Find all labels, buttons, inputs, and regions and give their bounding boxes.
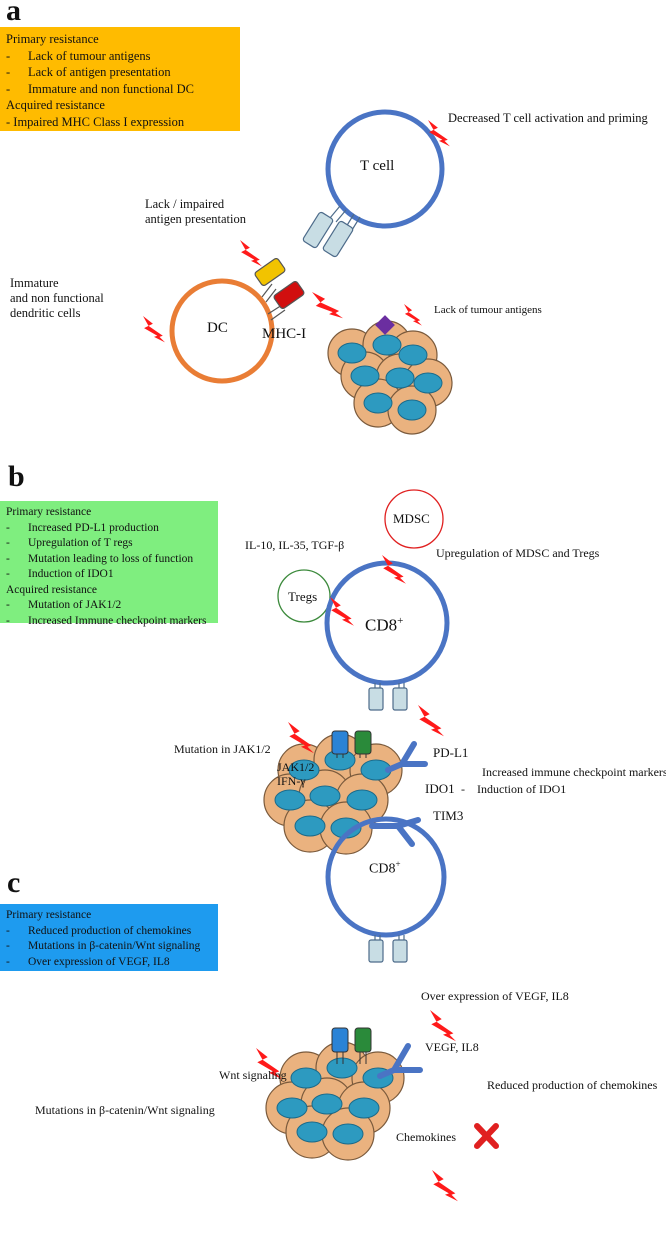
cd8-label-b: CD8+ (365, 614, 404, 635)
panel-letter-c: c (7, 866, 21, 899)
panel-letter-a: a (6, 0, 21, 27)
bolt-mdsc (382, 555, 406, 584)
resistance-box-c: Primary resistance Reduced production of… (0, 904, 218, 971)
acquired-item-b-1: Mutation of JAK1/2 (6, 598, 212, 614)
induction-ido1-label: - Induction of IDO1 (461, 782, 567, 796)
dc-receptors (254, 257, 305, 321)
bolt-mhc (312, 287, 344, 323)
bolt-lack-antigens (404, 304, 422, 326)
cd8-label-c: CD8+ (369, 857, 401, 877)
bolt-checkpoint (418, 705, 444, 737)
checkpoint-markers-label: Increased immune checkpoint markers (482, 765, 666, 779)
pdl1-label: PD-L1 (433, 745, 469, 760)
over-expression-label: Over expression of VEGF, IL8 (421, 989, 569, 1003)
tumour-nuclei-a (337, 334, 443, 421)
mutations-beta-label: Mutations in β-catenin/Wnt signaling (35, 1103, 215, 1117)
jak-ifn-receptors-b (331, 730, 372, 758)
chemokines-label: Chemokines (396, 1130, 456, 1144)
mutation-jak-label: Mutation in JAK1/2 (174, 742, 271, 756)
resistance-box-a: Primary resistance Lack of tumour antige… (0, 27, 240, 131)
primary-item-b-1: Increased PD-L1 production (6, 521, 212, 537)
bolt-decreased-activation (428, 120, 450, 147)
vegf-receptor-c (377, 1043, 423, 1079)
mdsc-label: MDSC (393, 511, 430, 526)
primary-item-b-2: Upregulation of T regs (6, 536, 212, 552)
vegf-label: VEGF, IL8 (425, 1040, 479, 1054)
reduced-chemokines-label: Reduced production of chemokines (487, 1078, 658, 1092)
primary-item-b-4: Induction of IDO1 (6, 567, 212, 583)
lack-antigens-label: Lack of tumour antigens (434, 304, 542, 316)
ido1-label: IDO1 (425, 781, 455, 796)
pdl1-checkpoint-b (385, 741, 428, 773)
primary-title-c: Primary resistance (6, 909, 92, 921)
cd8-receptors-c (368, 935, 408, 963)
primary-item-a-2: Lack of antigen presentation (6, 64, 234, 81)
upregulation-label: Upregulation of MDSC and Tregs (436, 546, 600, 560)
jak-ifn-label: JAK1/2 IFN-γ (277, 760, 315, 788)
primary-item-a-3: Immature and non functional DC (6, 81, 234, 98)
cd8-receptors-b (368, 683, 408, 711)
tregs-circle (277, 569, 331, 623)
bolt-immature-dc (143, 316, 165, 343)
resistance-box-b: Primary resistance Increased PD-L1 produ… (0, 501, 218, 627)
primary-item-a-1: Lack of tumour antigens (6, 48, 234, 65)
tregs-label: Tregs (288, 589, 318, 604)
tumour-nuclei-b (274, 749, 392, 839)
wnt-label: Wnt signaling (219, 1068, 287, 1082)
bolt-lack-presentation (240, 240, 262, 267)
t-cell-receptors-a (302, 205, 361, 258)
lack-presentation-label: Lack / impaired antigen presentation (145, 197, 247, 226)
dc-label: DC (207, 320, 228, 336)
tim3-label: TIM3 (433, 808, 464, 823)
cd8-sup-c: + (395, 859, 401, 869)
acquired-title-a: Acquired resistance (6, 98, 105, 112)
acquired-item-b-2: Increased Immune checkpoint markers (6, 614, 212, 630)
mdsc-circle (384, 489, 444, 549)
cd8-sup-b: + (397, 615, 404, 627)
cd8-text-c: CD8 (369, 861, 396, 877)
mhc-label: MHC-I (262, 326, 307, 342)
immature-dc-label: Immature and non functional dendritic ce… (10, 276, 104, 320)
t-cell-label: T cell (360, 158, 395, 174)
primary-title-a: Primary resistance (6, 32, 99, 46)
cytokines-label: IL-10, IL-35, TGF-β (245, 538, 345, 552)
bolt-tregs (330, 597, 354, 626)
bolt-chemokines (432, 1170, 458, 1202)
panel-letter-b: b (8, 460, 25, 493)
decreased-activation-label: Decreased T cell activation and priming (448, 111, 648, 125)
bolt-over-expression (430, 1010, 456, 1042)
primary-item-c-3: Over expression of VEGF, IL8 (6, 955, 212, 971)
primary-item-c-1: Reduced production of chemokines (6, 924, 212, 940)
acquired-title-b: Acquired resistance (6, 583, 98, 596)
cd8-circle-c (325, 816, 447, 938)
t-cell-circle-a (325, 109, 445, 229)
cd8-text-b: CD8 (365, 615, 398, 635)
cross-icon (474, 1123, 499, 1149)
primary-item-b-3: Mutation leading to loss of function (6, 552, 212, 568)
tumour-antigen-diamond (375, 315, 395, 335)
primary-item-c-2: Mutations in β-catenin/Wnt signaling (6, 939, 212, 955)
receptors-c (331, 1027, 372, 1064)
primary-title-b: Primary resistance (6, 506, 92, 518)
acquired-item-a: - Impaired MHC Class I expression (6, 114, 185, 129)
dc-circle (169, 278, 275, 384)
